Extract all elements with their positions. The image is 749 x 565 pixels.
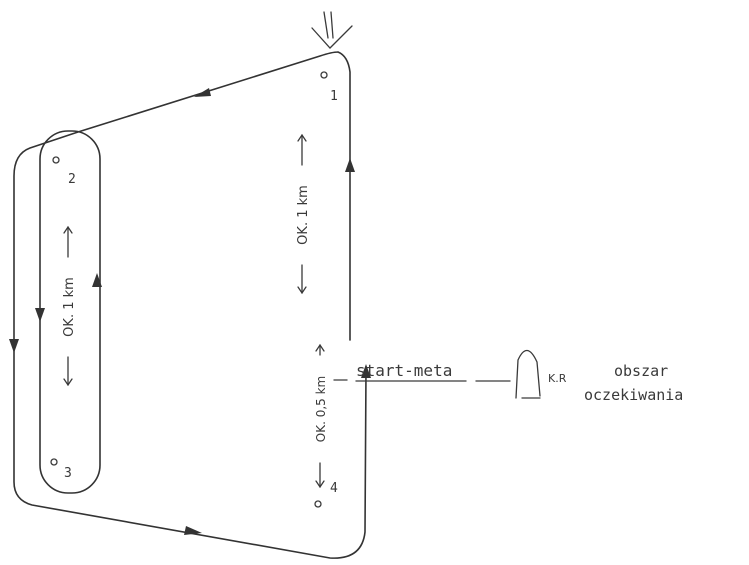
waiting-area-line-2: oczekiwania	[584, 386, 683, 404]
arrow-top-segment	[194, 88, 211, 97]
point-4-label: 4	[330, 481, 338, 496]
svg-text:OK. 0,5 km: OK. 0,5 km	[314, 376, 328, 442]
point-2-label: 2	[68, 172, 76, 187]
route-outer-loop	[13, 51, 367, 559]
arrow-inner-left-down	[35, 308, 45, 322]
arrow-start-leg-up	[361, 364, 371, 378]
waiting-area-line-1: obszar	[614, 362, 668, 380]
svg-text:OK. 1 km: OK. 1 km	[62, 277, 77, 337]
distance-label-start-leg: OK. 0,5 km	[314, 343, 328, 489]
arrow-outer-left-down	[9, 339, 19, 353]
start-meta-label: start-meta	[356, 361, 452, 380]
arrow-bottom-segment	[184, 526, 202, 535]
entry-double-arrow	[311, 11, 353, 49]
point-1-marker	[320, 71, 328, 79]
distance-label-right-leg: OK. 1 km	[296, 133, 311, 295]
point-3-marker	[50, 458, 58, 466]
point-2-marker	[52, 156, 60, 164]
point-3-label: 3	[64, 466, 72, 481]
kr-label: K.R	[548, 372, 567, 385]
kr-tent-icon	[515, 349, 541, 399]
point-1-label: 1	[330, 89, 338, 104]
point-4-marker	[314, 500, 322, 508]
distance-label-left-leg: OK. 1 km	[62, 225, 77, 387]
arrow-inner-right-up	[92, 273, 102, 287]
svg-text:OK. 1 km: OK. 1 km	[296, 185, 311, 245]
arrow-right-leg-up	[345, 158, 355, 172]
